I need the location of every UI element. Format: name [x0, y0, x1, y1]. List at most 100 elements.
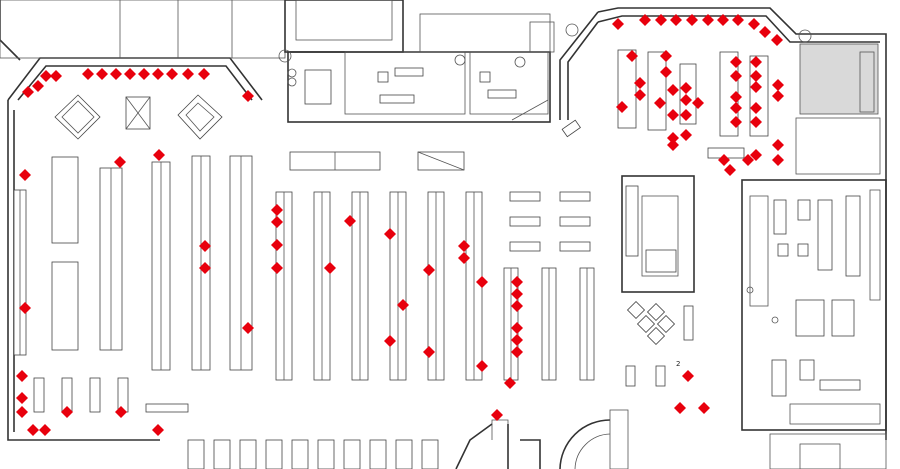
- aisle-gondolas: [151, 155, 595, 381]
- diamond-marker: [511, 346, 523, 358]
- diamond-marker: [152, 424, 164, 436]
- display-tables: [54, 94, 581, 171]
- diamond-marker: [19, 302, 31, 314]
- diamond-marker: [667, 84, 679, 96]
- diamond-marker: [504, 377, 516, 389]
- diamond-marker: [22, 86, 34, 98]
- diamond-marker: [730, 102, 742, 114]
- diamond-marker: [16, 406, 28, 418]
- diamond-marker: [82, 68, 94, 80]
- diamond-marker: [124, 68, 136, 80]
- diamond-marker: [476, 276, 488, 288]
- diamond-marker: [772, 90, 784, 102]
- diamond-marker: [717, 14, 729, 26]
- diamond-marker: [771, 34, 783, 46]
- diamond-marker: [674, 402, 686, 414]
- diamond-marker: [242, 322, 254, 334]
- diamond-marker: [182, 68, 194, 80]
- diamond-marker: [750, 70, 762, 82]
- diamond-marker: [32, 80, 44, 92]
- diamond-markers: [16, 14, 784, 436]
- diamond-marker: [198, 68, 210, 80]
- diamond-marker: [384, 228, 396, 240]
- diamond-marker: [750, 81, 762, 93]
- diamond-marker: [654, 97, 666, 109]
- diamond-marker: [750, 116, 762, 128]
- diamond-marker: [458, 252, 470, 264]
- diamond-marker: [759, 26, 771, 38]
- diamond-marker: [698, 402, 710, 414]
- diamond-marker: [344, 215, 356, 227]
- diamond-marker: [732, 14, 744, 26]
- diamond-marker: [61, 406, 73, 418]
- diamond-marker: [750, 102, 762, 114]
- diamond-marker: [612, 18, 624, 30]
- diamond-marker: [670, 14, 682, 26]
- diamond-marker: [199, 262, 211, 274]
- diamond-marker: [655, 14, 667, 26]
- right-departments: [741, 179, 887, 469]
- diamond-marker: [667, 139, 679, 151]
- diamond-marker: [730, 56, 742, 68]
- diamond-marker: [271, 239, 283, 251]
- entrance-vestibule: [455, 409, 629, 469]
- diamond-marker: [397, 299, 409, 311]
- checkout-lanes: [33, 377, 439, 469]
- diamond-marker: [692, 97, 704, 109]
- diamond-marker: [511, 288, 523, 300]
- diamond-marker: [680, 82, 692, 94]
- diamond-marker: [39, 424, 51, 436]
- diamond-marker: [114, 156, 126, 168]
- diamond-marker: [718, 154, 730, 166]
- diamond-marker: [616, 101, 628, 113]
- diamond-marker: [634, 77, 646, 89]
- diamond-marker: [511, 276, 523, 288]
- diamond-marker: [686, 14, 698, 26]
- diamond-marker: [242, 90, 254, 102]
- diamond-marker: [199, 240, 211, 252]
- diamond-marker: [152, 68, 164, 80]
- diamond-marker: [153, 149, 165, 161]
- diamond-marker: [660, 50, 672, 62]
- diamond-marker: [730, 70, 742, 82]
- diamond-marker: [271, 262, 283, 274]
- diamond-marker: [772, 79, 784, 91]
- diamond-marker: [639, 14, 651, 26]
- diamond-marker: [50, 70, 62, 82]
- diamond-marker: [138, 68, 150, 80]
- diamond-marker: [750, 149, 762, 161]
- diamond-marker: [772, 154, 784, 166]
- diamond-marker: [730, 91, 742, 103]
- diamond-marker: [634, 89, 646, 101]
- diamond-marker: [271, 204, 283, 216]
- diamond-marker: [511, 334, 523, 346]
- diamond-marker: [626, 50, 638, 62]
- diamond-marker: [423, 346, 435, 358]
- diamond-marker: [16, 392, 28, 404]
- diamond-marker: [27, 424, 39, 436]
- diamond-marker: [680, 94, 692, 106]
- diamond-marker: [660, 66, 672, 78]
- diamond-marker: [682, 370, 694, 382]
- diamond-marker: [476, 360, 488, 372]
- diamond-marker: [458, 240, 470, 252]
- diamond-marker: [423, 264, 435, 276]
- cafe-counter: 2: [621, 175, 695, 387]
- diamond-marker: [19, 169, 31, 181]
- diamond-marker: [324, 262, 336, 274]
- diamond-marker: [730, 116, 742, 128]
- diamond-marker: [115, 406, 127, 418]
- produce-area: [617, 43, 881, 175]
- diamond-marker: [491, 409, 503, 421]
- diamond-marker: [16, 370, 28, 382]
- diamond-marker: [680, 109, 692, 121]
- diamond-marker: [96, 68, 108, 80]
- diamond-marker: [271, 216, 283, 228]
- left-wall-cases: [13, 156, 123, 356]
- diamond-marker: [742, 154, 754, 166]
- diamond-marker: [110, 68, 122, 80]
- diamond-marker: [166, 68, 178, 80]
- diamond-marker: [772, 139, 784, 151]
- diamond-marker: [680, 129, 692, 141]
